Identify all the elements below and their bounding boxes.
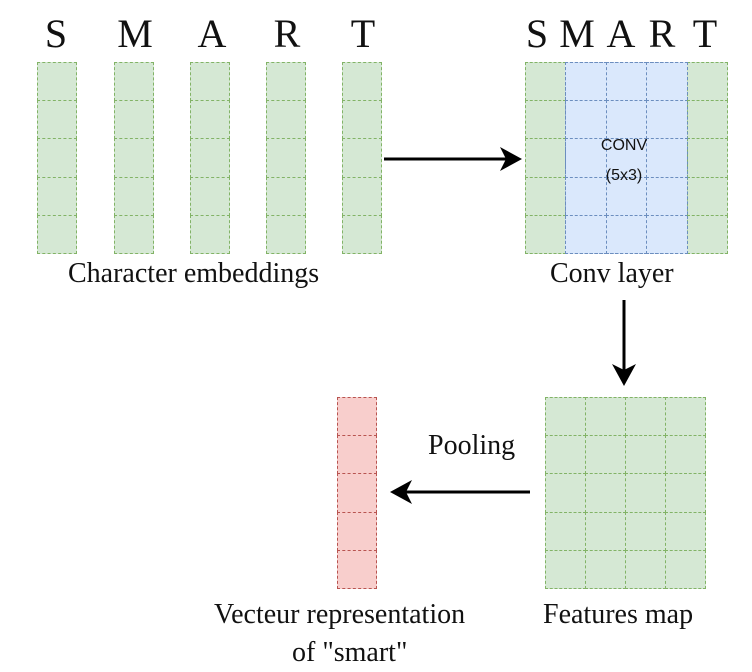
embedding-cell xyxy=(342,138,382,178)
caption-features-map: Features map xyxy=(543,599,694,630)
embedding-cell xyxy=(266,138,306,178)
char-letter-r: R xyxy=(273,11,301,56)
feature-cell xyxy=(665,473,706,513)
embedding-cell xyxy=(266,62,306,102)
feature-cell xyxy=(545,549,586,589)
char-letter-a: A xyxy=(197,11,227,56)
conv-kernel-outline xyxy=(565,62,688,254)
embedding-cell xyxy=(190,62,230,102)
conv-kernel-size: (5x3) xyxy=(605,167,643,184)
char-letter-m: M xyxy=(117,11,153,56)
feature-cell xyxy=(665,511,706,551)
caption-character-embeddings: Character embeddings xyxy=(68,258,320,289)
conv-letter-r: R xyxy=(648,11,676,56)
conv-letter-t: T xyxy=(692,11,718,56)
conv-cell xyxy=(686,138,728,178)
feature-cell xyxy=(665,435,706,475)
feature-cell xyxy=(545,397,586,437)
caption-vector-line1: Vecteur representation xyxy=(214,599,466,630)
conv-cell xyxy=(525,214,567,254)
conv-cell xyxy=(525,138,567,178)
embedding-cell xyxy=(342,214,382,254)
caption-conv-layer: Conv layer xyxy=(550,258,674,289)
arrow-features-to-vector xyxy=(390,480,530,504)
conv-cell xyxy=(686,62,728,102)
caption-vector-line2: of "smart" xyxy=(292,637,408,668)
feature-cell xyxy=(665,549,706,589)
char-letter-t: T xyxy=(350,11,376,56)
embedding-cell xyxy=(114,100,154,140)
conv-kernel-cell xyxy=(646,100,688,140)
embedding-cell xyxy=(114,62,154,102)
conv-kernel-cell xyxy=(605,214,648,254)
conv-letter-m: M xyxy=(559,11,595,56)
embedding-cell xyxy=(190,100,230,140)
conv-kernel-cell xyxy=(646,138,688,178)
arrow-embeddings-to-conv xyxy=(384,147,522,171)
embedding-cell xyxy=(190,176,230,216)
feature-cell xyxy=(585,549,626,589)
feature-cell xyxy=(625,511,666,551)
embedding-cell xyxy=(266,214,306,254)
vector-cell xyxy=(337,549,377,589)
embedding-cell xyxy=(190,138,230,178)
conv-cell xyxy=(525,100,567,140)
embedding-cell xyxy=(37,214,77,254)
char-letter-s: S xyxy=(44,11,68,56)
conv-kernel-label: CONV xyxy=(600,137,648,154)
caption-pooling: Pooling xyxy=(428,430,516,461)
vector-cell xyxy=(337,435,377,475)
embedding-cell xyxy=(114,214,154,254)
feature-cell xyxy=(545,511,586,551)
conv-letter-a: A xyxy=(606,11,636,56)
conv-kernel-cell xyxy=(605,138,648,178)
embedding-cell xyxy=(266,100,306,140)
conv-cell xyxy=(525,176,567,216)
conv-letter-s: S xyxy=(525,11,549,56)
feature-cell xyxy=(625,435,666,475)
embedding-cell xyxy=(114,138,154,178)
embedding-cell xyxy=(190,214,230,254)
feature-cell xyxy=(545,435,586,475)
conv-cell xyxy=(686,100,728,140)
arrow-conv-to-features xyxy=(612,300,636,386)
conv-kernel-cell xyxy=(646,62,688,102)
